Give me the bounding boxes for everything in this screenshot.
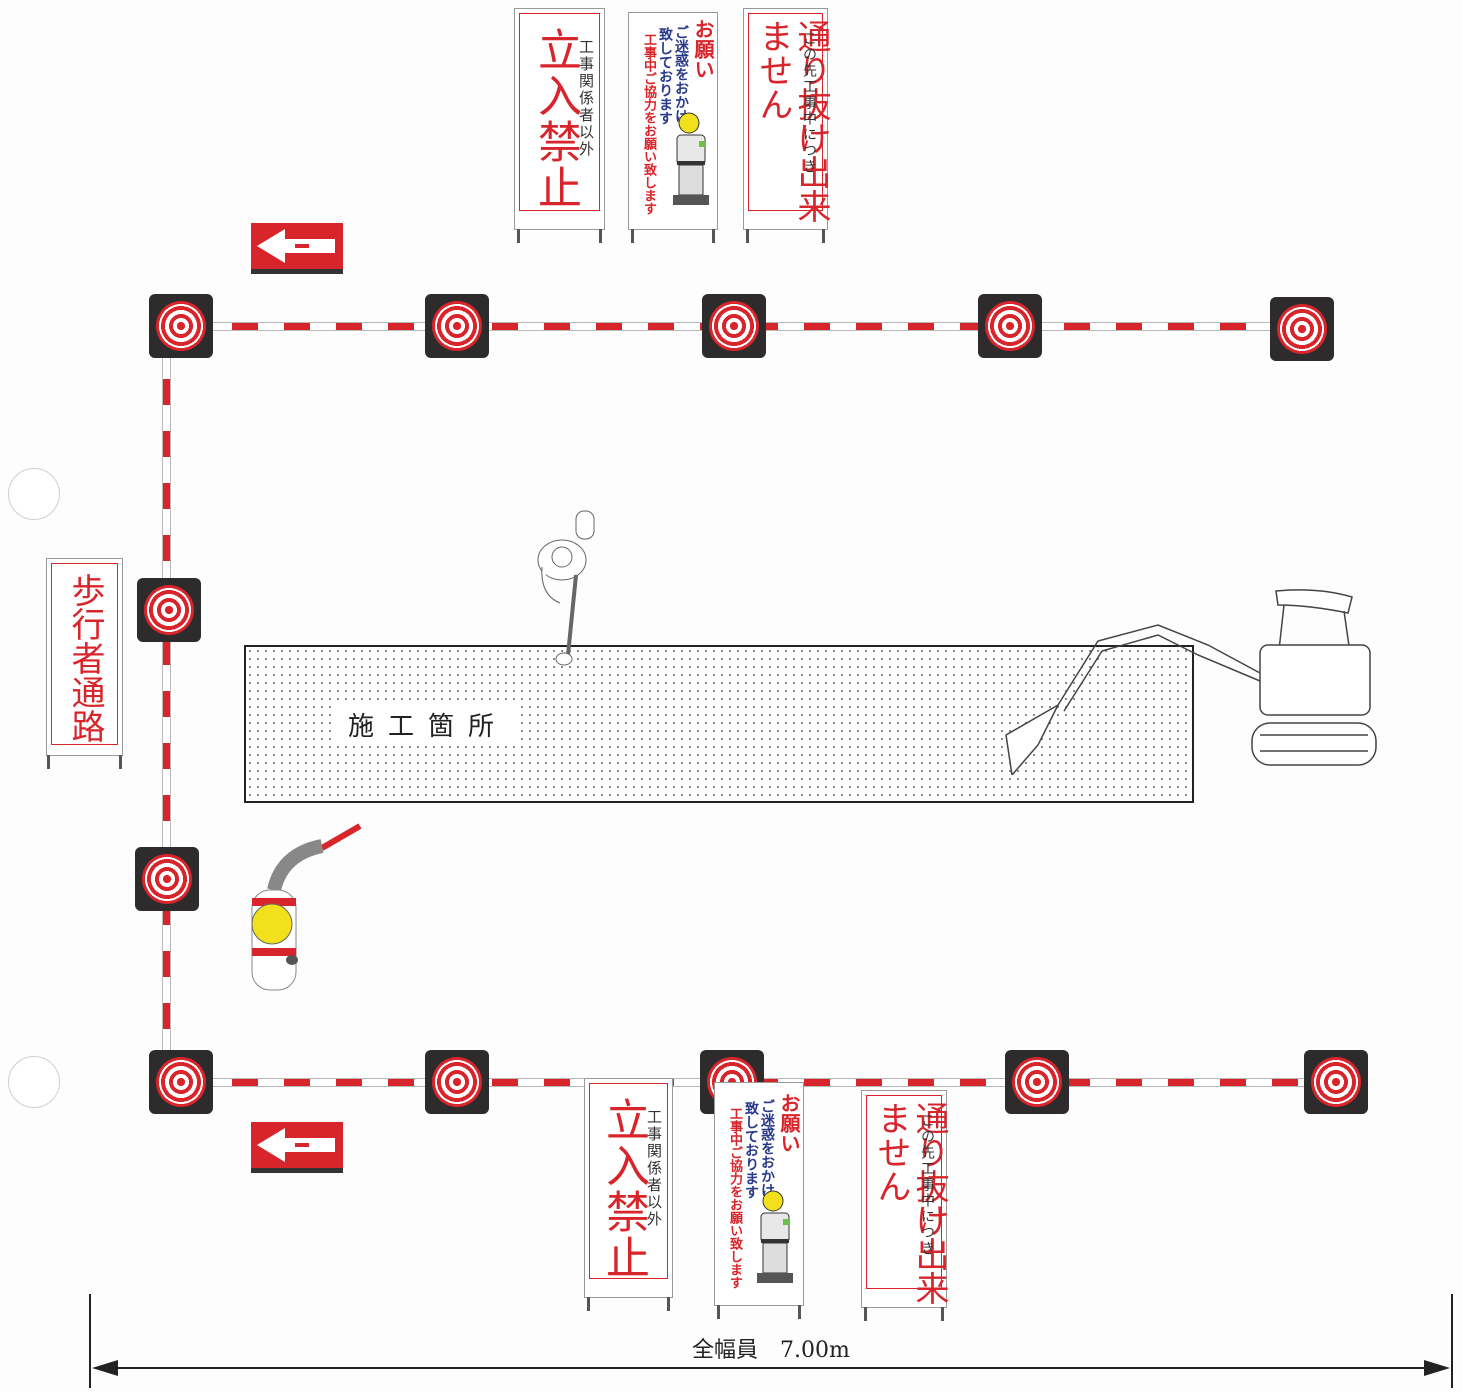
sign-request-top: お願い ご迷惑をおかけ 致しております 工事中ご協力をお願い致します (628, 12, 718, 243)
cone-bottom-1 (149, 1050, 213, 1114)
sign-request-line3: 工事中ご協力をお願い致します (641, 33, 656, 215)
cone-left-2 (135, 847, 199, 911)
sign-no-through-top: 通り抜け出来ません この先工事中につき (743, 8, 831, 243)
arrow-left-sign-top (251, 223, 343, 269)
cone-top-5 (1270, 297, 1334, 361)
sign-request-title-bottom: お願い (777, 1093, 801, 1153)
sign-request-line1: ご迷惑をおかけ (673, 25, 689, 123)
sign-request-title: お願い (691, 19, 715, 79)
cone-bottom-4 (1005, 1050, 1069, 1114)
work-area-label: 施工箇所 (336, 706, 521, 743)
sign-request-line1-bottom: ご迷惑をおかけ (759, 1099, 775, 1197)
sign-request-bottom: お願い ご迷惑をおかけ 致しております 工事中ご協力をお願い致します (714, 1082, 804, 1319)
sign-request-line2-bottom: 致しております (743, 1101, 759, 1199)
cone-left-1 (137, 578, 201, 642)
sign-request-line3-bottom: 工事中ご協力をお願い致します (727, 1107, 742, 1289)
binder-hole-top (8, 468, 60, 520)
binder-hole-bottom (8, 1056, 60, 1108)
sign-no-entry-sub-bottom: 工事関係者以外 (645, 1109, 663, 1228)
worker-digging-icon (537, 510, 595, 666)
sign-pedestrian-main: 歩行者通路 (65, 573, 105, 743)
excavator-icon (1005, 589, 1377, 775)
sign-no-entry-main-bottom: 立入禁止 (598, 1097, 649, 1281)
flag-person-icon (251, 823, 362, 991)
sign-no-through-sub-bottom: この先工事中につき (919, 1113, 935, 1257)
rope-barrier-left (163, 327, 170, 1083)
sign-no-through-main: 通り抜け出来ません (753, 19, 831, 223)
worker-figure-icon-bottom (757, 1190, 793, 1283)
sign-no-entry-main: 立入禁止 (530, 27, 581, 211)
cone-top-2 (425, 294, 489, 358)
cone-bottom-5 (1304, 1050, 1368, 1114)
sign-no-entry-bottom: 立入禁止 工事関係者以外 (584, 1078, 673, 1311)
cone-top-3 (702, 294, 766, 358)
sign-no-through-bottom: 通り抜け出来ません この先工事中につき (861, 1090, 949, 1321)
dimension-label: 全幅員 7.00m (692, 1338, 850, 1363)
cone-top-4 (978, 294, 1042, 358)
sign-request-line2: 致しております (657, 27, 673, 125)
sign-no-through-sub: この先工事中につき (801, 31, 817, 175)
sign-pedestrian-path: 歩行者通路 (46, 558, 123, 769)
dimension-line (89, 1294, 1453, 1388)
cone-top-1 (149, 294, 213, 358)
cone-bottom-2 (425, 1050, 489, 1114)
sign-no-through-main-bottom: 通り抜け出来ません (871, 1101, 949, 1305)
sign-no-entry-sub: 工事関係者以外 (577, 39, 595, 158)
arrow-left-sign-bottom (251, 1122, 343, 1168)
worker-figure-icon (673, 112, 709, 205)
sign-no-entry-top: 立入禁止 工事関係者以外 (514, 8, 605, 243)
